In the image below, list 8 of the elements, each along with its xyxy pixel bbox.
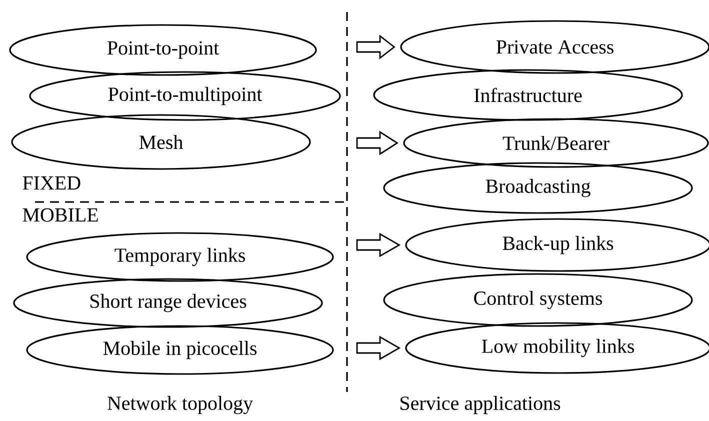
section-label: Service applications bbox=[400, 396, 560, 414]
block-arrow bbox=[356, 34, 396, 60]
section-label: Network topology bbox=[108, 396, 253, 414]
block-arrow bbox=[356, 336, 401, 360]
section-label: FIXED bbox=[22, 176, 80, 190]
block-arrow bbox=[356, 130, 398, 156]
block-arrow bbox=[356, 232, 401, 258]
section-label: MOBILE bbox=[22, 208, 98, 222]
